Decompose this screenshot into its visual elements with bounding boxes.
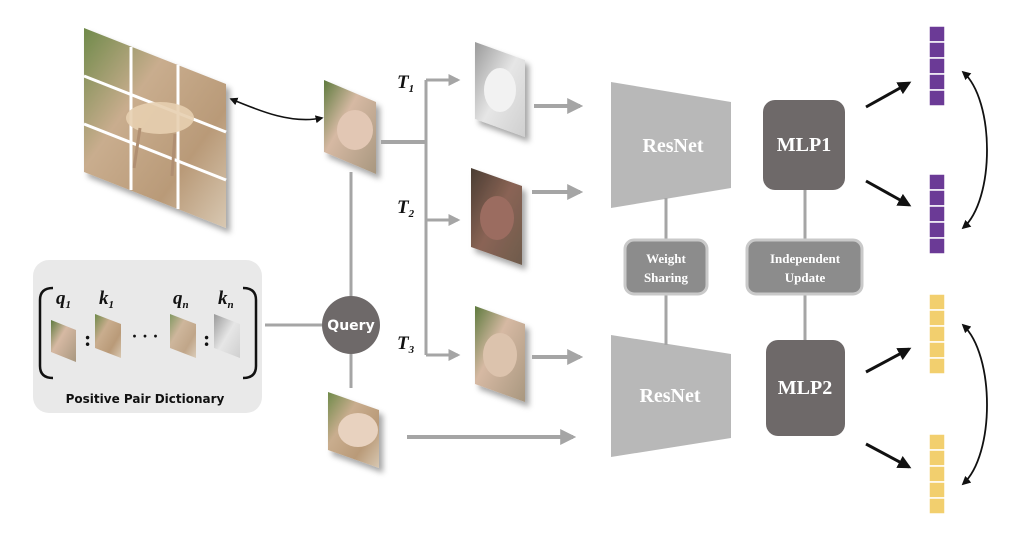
weight-sharing-line1: Weight: [646, 251, 686, 266]
embedding-purple-2: [928, 173, 946, 255]
t2-label: T2: [397, 197, 415, 220]
t1-label: T1: [397, 72, 414, 95]
t3-label: T3: [397, 333, 415, 356]
separator-2: :: [203, 326, 210, 351]
weight-sharing-tag: [623, 238, 709, 296]
mlp1-out-arrow-down: [865, 179, 912, 207]
thumb-q1: [51, 320, 76, 362]
mlp2-out-arrow-up: [865, 347, 912, 374]
augmented-view-t2: [471, 168, 522, 265]
label-qn: qn: [173, 288, 189, 311]
positive-pair-dictionary: q1 k1 qn kn : : · · · Positive Pair Dict…: [33, 260, 262, 413]
independent-update-line2: Update: [785, 270, 826, 285]
query-crop-image: [324, 80, 376, 174]
query-label: Query: [327, 318, 374, 334]
dictionary-caption: Positive Pair Dictionary: [66, 392, 225, 406]
separator-1: :: [84, 326, 91, 351]
embedding-purple-1: [928, 25, 946, 107]
mlp2-box: [766, 340, 845, 436]
camel-body: [126, 102, 194, 134]
contrast-arrow-top: [961, 70, 988, 230]
weight-sharing-line2: Sharing: [644, 270, 689, 285]
encoder-top-label: ResNet: [642, 135, 703, 157]
independent-update-tag: [745, 238, 864, 296]
mlp1-box: [763, 100, 845, 190]
query-node: [322, 296, 380, 354]
mlp1-label: MLP1: [777, 134, 831, 156]
contrast-arrow-bottom: [961, 323, 988, 486]
label-k1: k1: [99, 288, 114, 311]
right-bracket: [242, 286, 258, 380]
left-bracket: [38, 286, 54, 380]
augmented-view-t3: [475, 306, 525, 402]
crop-link-arrow: [229, 97, 324, 124]
augmented-view-t1: [475, 42, 525, 137]
dictionary-panel: [33, 260, 262, 413]
label-q1: q1: [56, 288, 71, 311]
embedding-yellow-2: [928, 433, 946, 515]
thumb-qn: [170, 314, 196, 358]
key-crop-image: [328, 392, 379, 468]
label-kn: kn: [218, 288, 234, 311]
independent-update-line1: Independent: [770, 251, 841, 266]
source-image-grid: [83, 28, 227, 228]
mlp2-label: MLP2: [778, 377, 832, 399]
embedding-yellow-1: [928, 293, 946, 375]
mlp1-out-arrow-up: [865, 81, 912, 109]
encoder-bottom-label: ResNet: [639, 385, 700, 407]
thumb-kn: [214, 314, 240, 358]
ellipsis: · · ·: [131, 326, 158, 346]
encoder-top: [611, 82, 731, 208]
encoder-bottom: [611, 335, 731, 457]
thumb-k1: [95, 314, 121, 358]
mlp2-out-arrow-down: [865, 442, 912, 469]
